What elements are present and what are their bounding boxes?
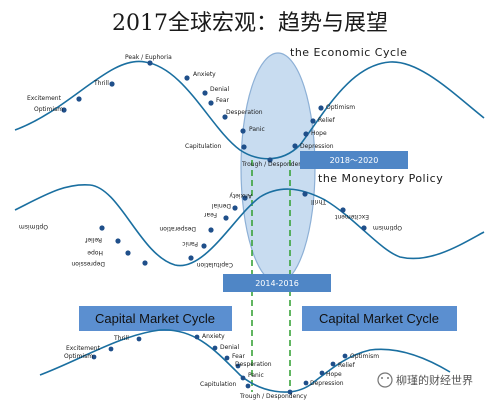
cm-label-optimism: Optimism: [64, 353, 93, 360]
label-denial: Denial: [210, 86, 229, 93]
date-box-2014: [223, 274, 331, 292]
label-relief: Relief: [318, 117, 336, 124]
cm-label-excitement: Excitement: [66, 345, 101, 352]
capital-market-box-left: [79, 306, 232, 331]
mp-label-optimism-2: Optimism: [373, 224, 402, 231]
monetary-policy-labels: Anxiety Denial Fear Desperation Panic Ca…: [19, 192, 402, 268]
monetary-policy-markers: [99, 191, 367, 266]
page-title: 2017全球宏观：趋势与展望: [112, 11, 388, 36]
cm-label-trough-despondency: Trough / Despondency: [239, 393, 307, 400]
mp-label-excitement: Excitement: [334, 213, 369, 220]
mp-label-denial: Denial: [212, 202, 231, 209]
economic-cycle-markers: [61, 60, 324, 163]
mp-label-anxiety: Anxiety: [229, 192, 252, 199]
economic-cycle-curve: [14, 60, 485, 160]
label-desperation: Desperation: [226, 109, 263, 116]
monetary-policy-heading: the Moneytory Policy: [318, 172, 443, 185]
label-optimism-2: Optimism: [326, 104, 355, 111]
label-thrill: Thrill: [93, 80, 109, 87]
mp-label-capitulation: Capitulation: [196, 261, 233, 268]
date-box-2018: [300, 151, 408, 169]
capital-market-box-right-label: Capital Market Cycle: [319, 311, 439, 326]
cm-label-relief: Relief: [338, 362, 356, 369]
label-anxiety: Anxiety: [193, 71, 216, 78]
capital-market-labels: Thrill Anxiety Excitement Denial Optimis…: [64, 333, 379, 400]
cm-label-capitulation: Capitulation: [200, 381, 237, 388]
cm-label-panic: Panic: [248, 372, 264, 379]
label-capitulation: Capitulation: [185, 143, 222, 150]
mp-label-optimism: Optimism: [19, 223, 48, 230]
mp-label-relief: Relief: [84, 236, 102, 243]
economic-cycle-labels: Peak / Euphoria Anxiety Thrill Denial Ex…: [27, 54, 355, 168]
label-excitement: Excitement: [27, 95, 62, 102]
capital-market-markers: [91, 334, 348, 395]
label-panic: Panic: [249, 126, 265, 133]
watermark: 柳瑾的财经世界: [377, 372, 473, 388]
capital-market-curve: [39, 329, 451, 393]
label-peak-euphoria: Peak / Euphoria: [125, 54, 172, 61]
mp-label-desperation: Desperation: [159, 225, 196, 232]
mp-label-hope: Hope: [87, 249, 103, 256]
cm-label-thrill: Thrill: [113, 335, 129, 342]
cm-label-desperation: Desperation: [235, 361, 272, 368]
watermark-text: 柳瑾的财经世界: [396, 373, 473, 387]
monetary-policy-curve: [14, 184, 485, 267]
capital-market-box-right: [302, 306, 457, 331]
cm-label-optimism-2: Optimism: [350, 353, 379, 360]
label-depression: Depression: [300, 143, 334, 150]
wechat-icon: [377, 372, 393, 388]
date-box-2014-label: 2014-2016: [255, 279, 299, 288]
cm-label-anxiety: Anxiety: [202, 333, 225, 340]
label-hope: Hope: [311, 130, 327, 137]
mp-label-panic: Panic: [182, 240, 198, 247]
label-optimism: Optimism: [34, 106, 63, 113]
capital-market-box-left-label: Capital Market Cycle: [95, 311, 215, 326]
mp-label-thrill: Thrill: [311, 198, 327, 205]
cm-label-denial: Denial: [220, 344, 239, 351]
date-box-2018-label: 2018～2020: [330, 156, 379, 165]
economic-cycle-heading: the Economic Cycle: [290, 46, 407, 59]
mp-label-fear: Fear: [204, 211, 217, 218]
cm-label-hope: Hope: [326, 371, 342, 378]
cm-label-depression: Depression: [310, 380, 344, 387]
cm-label-fear: Fear: [232, 353, 245, 360]
label-fear: Fear: [216, 97, 229, 104]
label-trough-despondency: Trough / Despondency: [241, 161, 309, 168]
mp-label-depression: Depression: [71, 260, 105, 267]
